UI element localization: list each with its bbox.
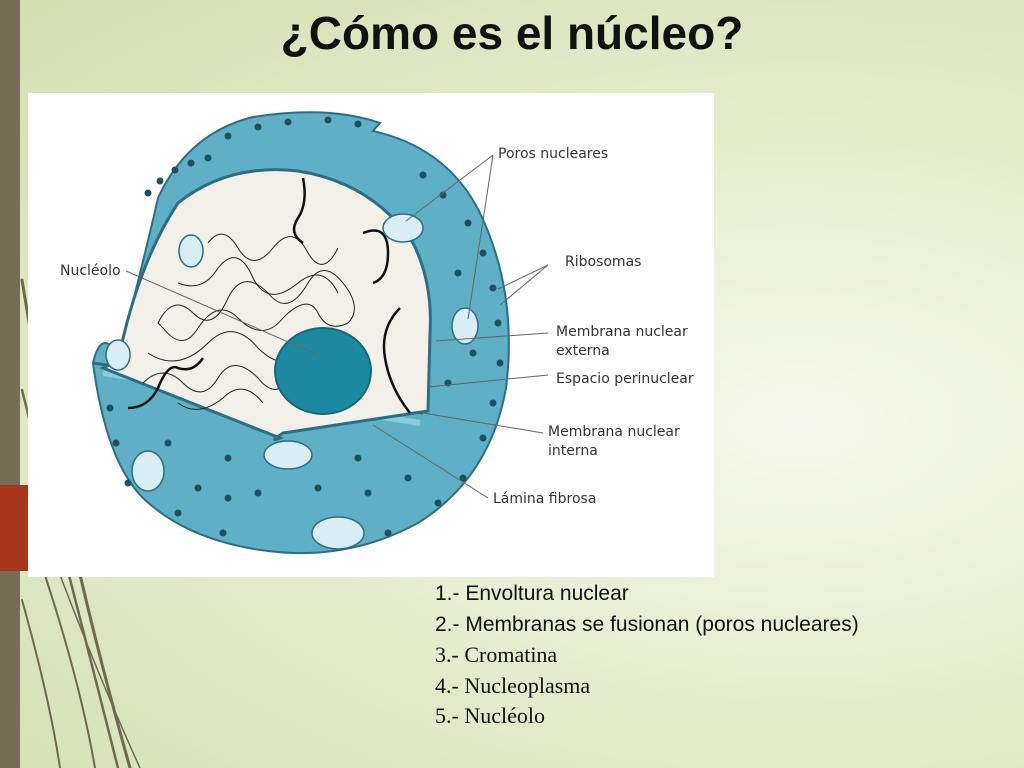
slide-title: ¿Cómo es el núcleo?: [280, 7, 744, 59]
parts-list: 1.- Envoltura nuclear 2.- Membranas se f…: [435, 579, 859, 732]
chromatin-dark: [127, 177, 411, 414]
chromatin: [142, 233, 355, 410]
nuclear-pores: [105, 213, 479, 550]
list-item: 1.- Envoltura nuclear: [435, 582, 629, 605]
label-membrana-externa: Membrana nuclear: [556, 324, 688, 340]
label-lamina-fibrosa: Lámina fibrosa: [493, 491, 596, 507]
leader-lines: [125, 154, 549, 499]
list-item: 4.- Nucleoplasma: [435, 672, 591, 698]
label-membrana-interna: Membrana nuclear: [548, 424, 680, 440]
label-membrana-externa-2: externa: [556, 343, 610, 359]
list-item: 5.- Nucléolo: [435, 703, 545, 728]
list-item: 2.- Membranas se fusionan (poros nuclear…: [435, 612, 859, 636]
label-ribosomas: Ribosomas: [565, 254, 641, 270]
label-poros-nucleares: Poros nucleares: [498, 146, 608, 162]
list-item: 3.- Cromatina: [435, 642, 558, 667]
label-membrana-interna-2: interna: [548, 443, 598, 459]
label-nucleolo: Nucléolo: [60, 263, 121, 279]
label-espacio-perinuclear: Espacio perinuclear: [556, 371, 694, 387]
ribosomes: [106, 116, 504, 537]
nucleolus: [274, 327, 372, 415]
left-decor-bar: [0, 0, 20, 768]
left-accent-block: [0, 485, 28, 571]
nucleus-diagram: Poros nucleares Ribosomas Nucléolo Membr…: [28, 93, 714, 577]
